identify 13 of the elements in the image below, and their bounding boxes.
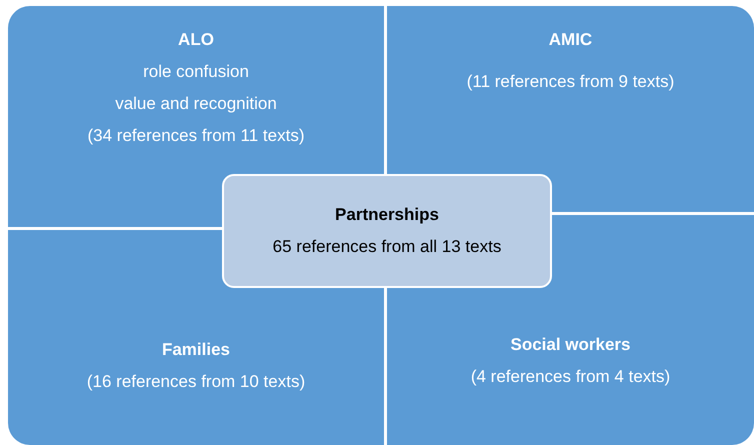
quadrant-text: value and recognition <box>115 94 277 113</box>
quadrant-text: (4 references from 4 texts) <box>470 367 670 386</box>
quadrant-heading: Social workers <box>510 335 630 354</box>
center-text: 65 references from all 13 texts <box>272 237 502 256</box>
quadrant-text: (34 references from 11 texts) <box>88 126 304 145</box>
quadrant-text: role confusion <box>143 62 249 81</box>
quadrant-text: (11 references from 9 texts) <box>466 72 674 91</box>
quadrant-heading: Families <box>162 340 230 359</box>
quadrant-text: (16 references from 10 texts) <box>86 372 306 391</box>
quadrant-heading: AMIC <box>548 30 592 49</box>
center-box <box>222 174 552 288</box>
quadrant-heading: ALO <box>178 30 214 49</box>
center-heading: Partnerships <box>335 205 439 224</box>
